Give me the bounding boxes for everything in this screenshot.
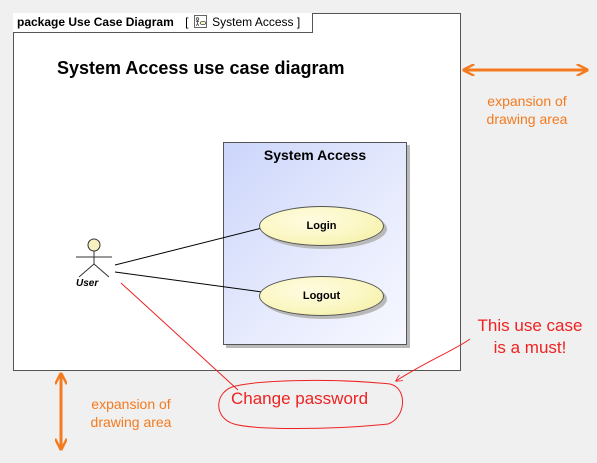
use-case-login-label: Login <box>306 220 337 232</box>
frame-keyword: package <box>17 15 66 29</box>
change-password-outline <box>218 379 403 429</box>
actor-stick-figure-icon[interactable] <box>76 238 112 278</box>
association-user-logout[interactable] <box>114 271 263 293</box>
frame-bracket-open: [ <box>185 15 189 29</box>
red-arrow-from-note <box>396 338 471 381</box>
expansion-note-bottom: expansion of drawing area <box>90 396 172 430</box>
frame-bracket-close: ] <box>296 15 301 29</box>
must-use-case-note: This use case is a must! <box>468 315 592 359</box>
use-case-logout[interactable]: Logout <box>259 276 384 316</box>
red-line-to-actor <box>120 282 239 391</box>
use-case-diagram-icon <box>193 15 207 28</box>
association-user-login[interactable] <box>114 227 263 266</box>
expansion-note-right: expansion of drawing area <box>486 93 568 127</box>
actor-label: User <box>76 278 99 289</box>
frame-diagram-kind: Use Case Diagram <box>68 15 174 29</box>
use-case-logout-label: Logout <box>302 290 341 302</box>
use-case-login[interactable]: Login <box>259 206 384 246</box>
diagram-title[interactable]: System Access use case diagram <box>57 58 345 78</box>
boundary-title: System Access <box>263 147 367 163</box>
change-password-sketch: Change password <box>231 389 369 408</box>
must-note-line-1: This use case <box>477 316 583 335</box>
diagram-frame-header: package Use Case Diagram [ System Access… <box>13 13 314 33</box>
frame-diagram-name: System Access <box>212 15 294 29</box>
must-note-line-2: is a must! <box>493 338 567 357</box>
